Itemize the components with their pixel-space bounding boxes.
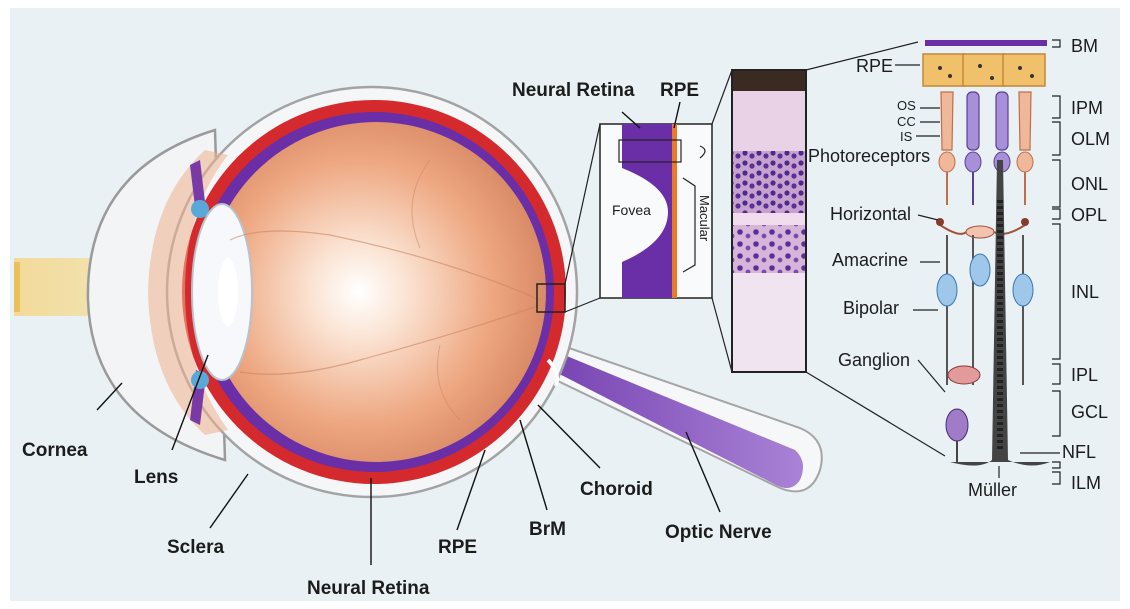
- label-os: OS: [897, 98, 916, 113]
- label-brm: BrM: [529, 519, 566, 540]
- label-onl: ONL: [1071, 174, 1108, 194]
- photoreceptor-cells: [939, 92, 1033, 205]
- label-bipolar: Bipolar: [843, 298, 899, 318]
- bruchs-membrane-band: [925, 40, 1047, 46]
- label-neural-retina-top: Neural Retina: [512, 80, 635, 101]
- label-ipm: IPM: [1071, 98, 1103, 118]
- label-olm: OLM: [1071, 129, 1110, 149]
- label-choroid: Choroid: [580, 479, 653, 500]
- label-neural-retina-bottom: Neural Retina: [307, 578, 430, 599]
- ganglion-cells: [946, 366, 980, 462]
- label-rpe-cell: RPE: [856, 56, 893, 76]
- label-optic-nerve: Optic Nerve: [665, 522, 772, 543]
- label-macular: Macular: [697, 195, 712, 242]
- rpe-cells: [923, 54, 1045, 86]
- label-rpe-bottom: RPE: [438, 537, 477, 558]
- label-horizontal: Horizontal: [830, 204, 911, 224]
- label-ganglion: Ganglion: [838, 350, 910, 370]
- label-ilm: ILM: [1071, 473, 1101, 493]
- label-is: IS: [900, 129, 913, 144]
- label-ipl: IPL: [1071, 365, 1098, 385]
- label-bm: BM: [1071, 36, 1098, 56]
- label-muller: Müller: [968, 480, 1017, 500]
- label-amacrine: Amacrine: [832, 250, 908, 270]
- label-lens: Lens: [134, 467, 178, 488]
- label-fovea: Fovea: [612, 202, 651, 218]
- horizontal-cell: [936, 218, 1029, 238]
- ciliary-body-bottom: [191, 371, 209, 389]
- vitreous-body: [206, 122, 546, 462]
- label-photoreceptors: Photoreceptors: [808, 146, 930, 166]
- label-inl: INL: [1071, 282, 1099, 302]
- label-gcl: GCL: [1071, 402, 1108, 422]
- histology-section: [732, 70, 806, 372]
- label-cornea: Cornea: [22, 440, 88, 461]
- label-sclera: Sclera: [167, 537, 224, 558]
- label-cc: CC: [897, 114, 916, 129]
- label-rpe-top: RPE: [660, 80, 699, 101]
- label-opl: OPL: [1071, 205, 1107, 225]
- bipolar-cells: [937, 235, 1033, 385]
- label-nfl: NFL: [1062, 442, 1096, 462]
